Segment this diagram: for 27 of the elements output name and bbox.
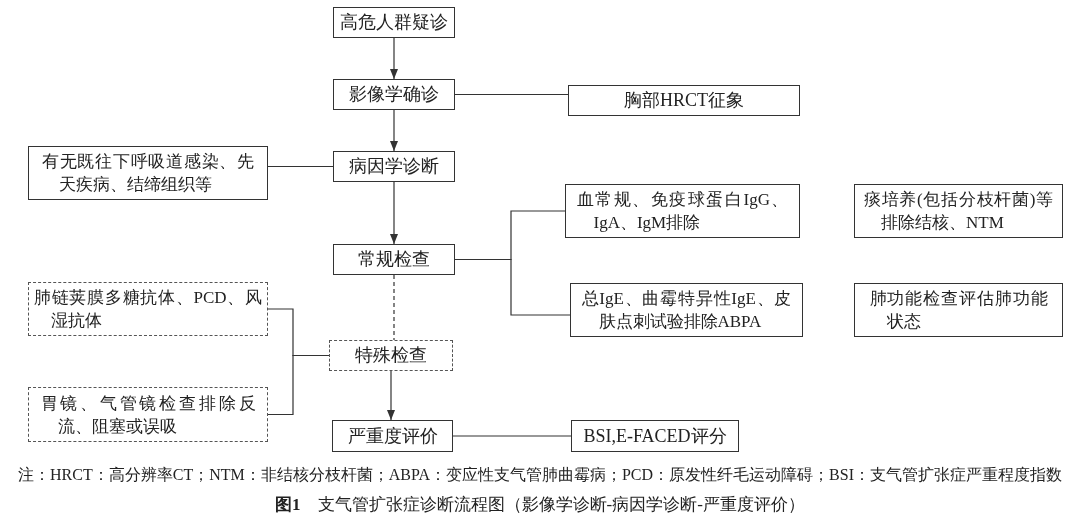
connector-line — [454, 258, 571, 316]
connector-line — [267, 165, 334, 168]
detail-box: 有无既往下呼吸道感染、先天疾病、结缔组织等 — [28, 146, 268, 200]
detail-box: 胃镜、气管镜检查排除反流、阻塞或误吸 — [28, 387, 268, 442]
figure-caption: 图1 支气管扩张症诊断流程图（影像学诊断-病因学诊断-严重度评价） — [274, 494, 806, 516]
arrow — [387, 370, 395, 421]
connector-line — [454, 93, 569, 96]
process-box: 特殊检查 — [329, 340, 453, 371]
detail-box: 胸部HRCT征象 — [568, 85, 800, 116]
detail-box: 血常规、免疫球蛋白IgG、IgA、IgM排除 — [565, 184, 800, 238]
process-box: 高危人群疑诊 — [333, 7, 455, 38]
detail-box: 总IgE、曲霉特异性IgE、皮肤点刺试验排除ABPA — [570, 283, 803, 337]
arrow — [390, 181, 398, 245]
arrow — [390, 109, 398, 152]
process-box: 影像学确诊 — [333, 79, 455, 110]
arrow — [390, 37, 398, 80]
detail-box: 肺链荚膜多糖抗体、PCD、风湿抗体 — [28, 282, 268, 336]
detail-box: 痰培养(包括分枝杆菌)等排除结核、NTM — [854, 184, 1063, 238]
detail-box: BSI,E-FACED评分 — [571, 420, 739, 452]
process-box: 病因学诊断 — [333, 151, 455, 182]
detail-box: 肺功能检查评估肺功能状态 — [854, 283, 1063, 337]
connector-line — [267, 354, 330, 416]
process-box: 常规检查 — [333, 244, 455, 275]
connector-line — [452, 435, 572, 437]
footnote: 注：HRCT：高分辨率CT；NTM：非结核分枝杆菌；ABPA：变应性支气管肺曲霉病；PCD：原发性纤毛运动障碍；BSI：支气管扩张症严重程度指数 — [17, 465, 1063, 485]
process-box: 严重度评价 — [332, 420, 453, 452]
dashed-connector — [393, 274, 395, 341]
